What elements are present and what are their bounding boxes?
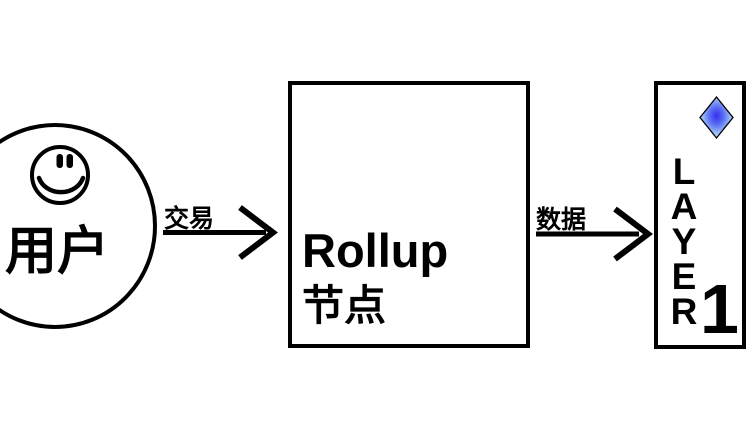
smiley-mouth bbox=[36, 175, 86, 195]
layer1-vertical-label: LAYER bbox=[670, 151, 698, 332]
user-label: 用户 bbox=[4, 223, 109, 281]
rollup-node-title: Rollup bbox=[302, 224, 449, 277]
rollup-node-subtitle: 节点 bbox=[302, 282, 387, 329]
rollup-node-text: Rollup 节点 bbox=[302, 227, 448, 327]
smiley-face-icon bbox=[30, 145, 90, 205]
smiley-right-eye bbox=[66, 154, 73, 168]
layer1-number: 1 bbox=[700, 270, 739, 348]
data-arrow-label: 数据 bbox=[536, 206, 587, 234]
transaction-arrow-label: 交易 bbox=[164, 205, 215, 233]
rollup-node-box bbox=[288, 81, 530, 348]
smiley-left-eye bbox=[56, 154, 63, 168]
